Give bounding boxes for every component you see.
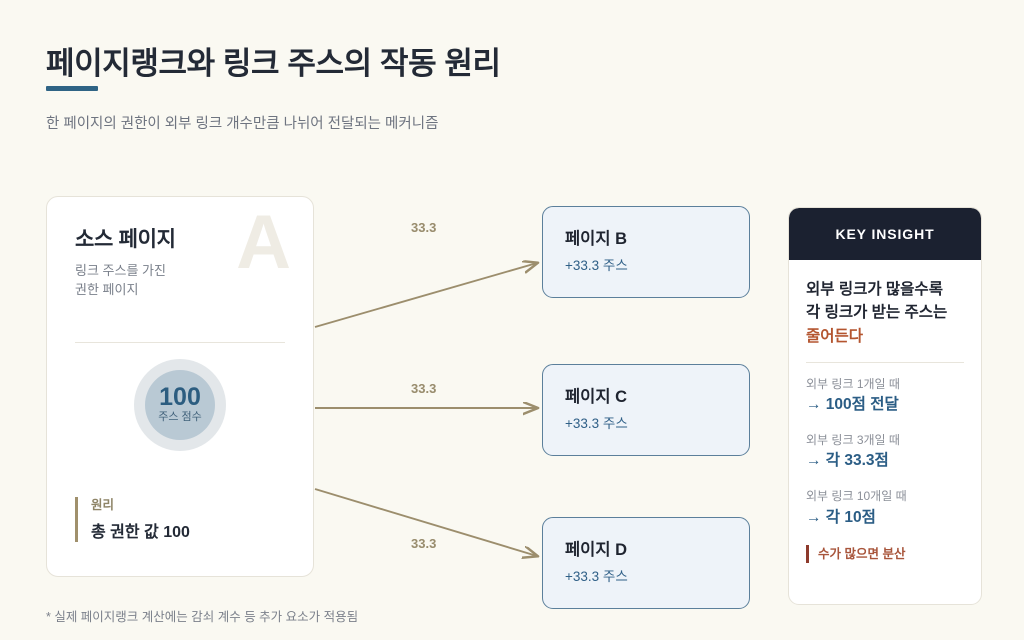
source-card-description: 링크 주스를 가진 권한 페이지 [75, 263, 166, 297]
target-page-c-box: 페이지 C +33.3 주스 [542, 364, 750, 456]
principle-label: 원리 [91, 498, 115, 512]
page-subtitle: 한 페이지의 권한이 외부 링크 개수만큼 나뉘어 전달되는 메커니즘 [46, 116, 439, 132]
title-accent-rule [46, 86, 98, 91]
arrow-to-page-b [314, 263, 537, 328]
key-insight-divider [806, 361, 964, 363]
key-insight-header-text: KEY INSIGHT [835, 226, 935, 242]
key-insight-panel: KEY INSIGHT 외부 링크가 많을수록 각 링크가 받는 주스는 줄어든… [788, 207, 982, 605]
target-page-c-gain: +33.3 주스 [565, 416, 628, 432]
key-insight-headline-main: 외부 링크가 많을수록 각 링크가 받는 주스는 [806, 281, 948, 322]
juice-score-value: 100 [159, 383, 201, 412]
source-card-title: 소스 페이지 [75, 228, 176, 251]
insight-stat-row: 외부 링크 3개일 때 → 각 33.3점 [806, 432, 964, 472]
source-page-card: A 소스 페이지 링크 주스를 가진 권한 페이지 100 주스 점수 원리 총… [46, 196, 314, 577]
source-card-heading: 소스 페이지 링크 주스를 가진 권한 페이지 [75, 223, 176, 300]
juice-score-wrap: 100 주스 점수 [47, 359, 313, 451]
insight-stat-row: 외부 링크 10개일 때 → 각 10점 [806, 488, 964, 528]
principle-block: 원리 총 권한 값 100 [75, 497, 190, 542]
arrow-label-page-b: 33.3 [411, 220, 437, 235]
target-page-d-box: 페이지 D +33.3 주스 [542, 517, 750, 609]
page-title: 페이지랭크와 링크 주스의 작동 원리 [46, 46, 501, 81]
source-card-divider [75, 342, 285, 343]
target-page-b-box: 페이지 B +33.3 주스 [542, 206, 750, 298]
insight-stat-label: 외부 링크 3개일 때 [806, 433, 900, 448]
arrow-label-page-d: 33.3 [411, 536, 437, 551]
arrow-label-page-c: 33.3 [411, 381, 437, 396]
page-footnote: * 실제 페이지랭크 계산에는 감쇠 계수 등 추가 요소가 적용됨 [46, 610, 359, 624]
target-page-d-title: 페이지 D [565, 541, 628, 559]
insight-stat-row: 외부 링크 1개일 때 → 100점 전달 [806, 376, 964, 416]
juice-score-label: 주스 점수 [158, 411, 202, 424]
target-page-d-gain: +33.3 주스 [565, 569, 628, 585]
key-insight-headline-accent: 줄어든다 [806, 327, 864, 345]
target-page-c-title: 페이지 C [565, 388, 628, 406]
insight-stat-value: → 각 10점 [806, 508, 876, 526]
key-insight-body: 외부 링크가 많을수록 각 링크가 받는 주스는 줄어든다 외부 링크 1개일 … [789, 260, 981, 563]
key-insight-headline: 외부 링크가 많을수록 각 링크가 받는 주스는 줄어든다 [806, 278, 964, 348]
target-page-b-gain: +33.3 주스 [565, 258, 628, 274]
source-watermark-letter: A [236, 200, 291, 285]
insight-stat-value: → 100점 전달 [806, 396, 899, 414]
principle-value: 총 권한 값 100 [91, 523, 190, 541]
key-insight-header: KEY INSIGHT [789, 208, 981, 260]
insight-stat-label: 외부 링크 1개일 때 [806, 376, 900, 391]
juice-score-badge: 100 주스 점수 [145, 370, 215, 440]
insight-stat-label: 외부 링크 10개일 때 [806, 489, 907, 504]
key-insight-footnote: 수가 많으면 분산 [806, 544, 964, 563]
juice-score-outer-ring: 100 주스 점수 [134, 359, 226, 451]
target-page-b-title: 페이지 B [565, 230, 628, 248]
insight-stat-value: → 각 33.3점 [806, 452, 889, 470]
